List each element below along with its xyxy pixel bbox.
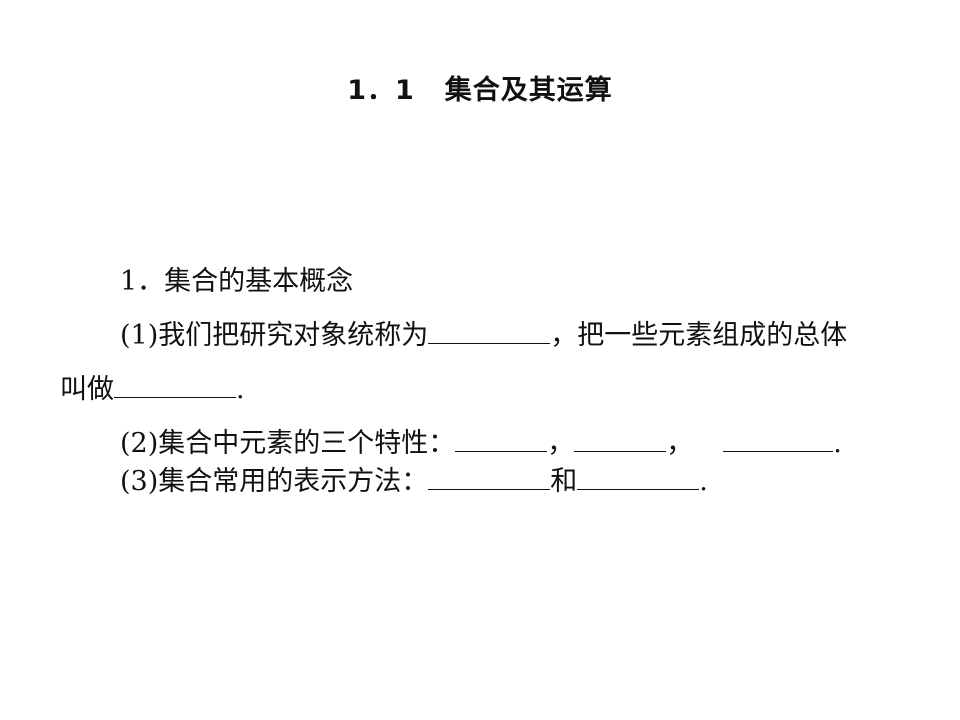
- section-heading: 1．集合的基本概念: [120, 266, 354, 297]
- item-3-end: .: [699, 466, 708, 497]
- item-2-blank-2: [574, 427, 667, 452]
- item-1-prefix: (1)我们把研究对象统称为: [120, 320, 429, 351]
- item-1-continuation: 叫做: [60, 374, 114, 405]
- item-1-line-2: 叫做.: [60, 372, 245, 408]
- item-2-blank-3: [723, 427, 834, 452]
- item-2-sep-2: ，: [666, 428, 694, 459]
- item-2-sep-1: ，: [547, 428, 575, 459]
- item-3-line: (3)集合常用的表示方法： 和.: [120, 464, 708, 500]
- item-2-line: (2)集合中元素的三个特性： ， ，.: [120, 426, 842, 462]
- item-2-end: .: [833, 428, 842, 459]
- title-text: 集合及其运算: [444, 75, 613, 106]
- page-title: 1．1 集合及其运算: [0, 68, 960, 107]
- item-1-blank-1: [428, 319, 551, 344]
- item-3-prefix: (3)集合常用的表示方法：: [120, 466, 429, 497]
- item-3-blank-2: [577, 465, 700, 490]
- item-3-blank-1: [428, 465, 551, 490]
- item-1-blank-2: [114, 373, 236, 398]
- item-3-middle: 和: [550, 466, 578, 497]
- item-2-blank-1: [455, 427, 548, 452]
- item-1-line-1: (1)我们把研究对象统称为 ，把一些元素组成的总体: [120, 318, 847, 354]
- item-1-end: .: [236, 374, 245, 405]
- item-2-prefix: (2)集合中元素的三个特性：: [120, 428, 456, 459]
- title-number: 1．1: [347, 75, 415, 106]
- item-1-middle: ，把一些元素组成的总体: [550, 320, 848, 351]
